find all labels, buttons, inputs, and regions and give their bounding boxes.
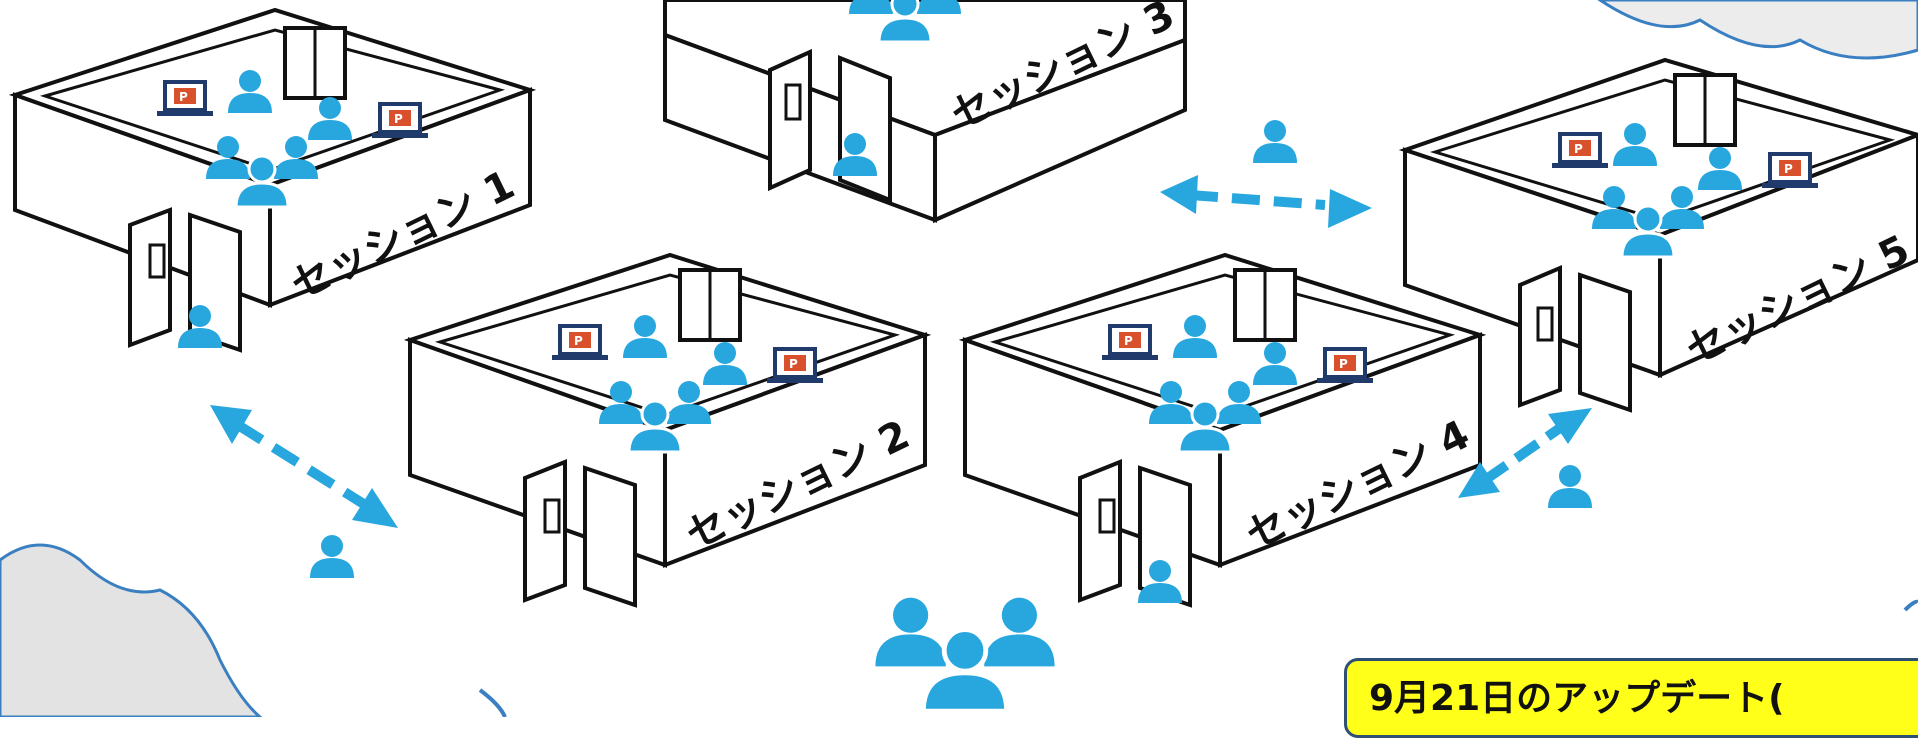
room-4: セッション 4 (958, 252, 1487, 608)
laptop-powerpoint-icon (1550, 132, 1610, 170)
group-icon (875, 598, 1054, 712)
room-3: セッション 3 (663, 0, 1187, 224)
double-arrow-icon (1458, 408, 1592, 498)
person-icon (1253, 120, 1297, 163)
double-arrow-icon (1160, 175, 1372, 228)
breakout-rooms-diagram: P セッション 1 セッション 3 (0, 0, 1918, 717)
laptop-powerpoint-icon (1315, 347, 1375, 385)
laptop-powerpoint-icon (370, 102, 430, 140)
room-2: セッション 2 (403, 252, 932, 608)
room-5: セッション 5 (1398, 57, 1918, 413)
laptop-powerpoint-icon (1760, 152, 1820, 190)
double-arrow-icon (210, 405, 398, 528)
laptop-powerpoint-icon (765, 347, 825, 385)
update-note: 9月21日のアップデート( (1344, 658, 1918, 738)
cloud-top-right (1597, 0, 1918, 60)
laptop-powerpoint-icon (1100, 324, 1160, 362)
person-icon (1548, 465, 1592, 508)
person-icon (310, 535, 354, 578)
laptop-powerpoint-icon (550, 324, 610, 362)
update-note-text: 9月21日のアップデート( (1369, 678, 1785, 719)
room-1: セッション 1 (8, 7, 537, 353)
cloud-bottom-left (0, 543, 263, 717)
laptop-powerpoint-icon (155, 80, 215, 118)
